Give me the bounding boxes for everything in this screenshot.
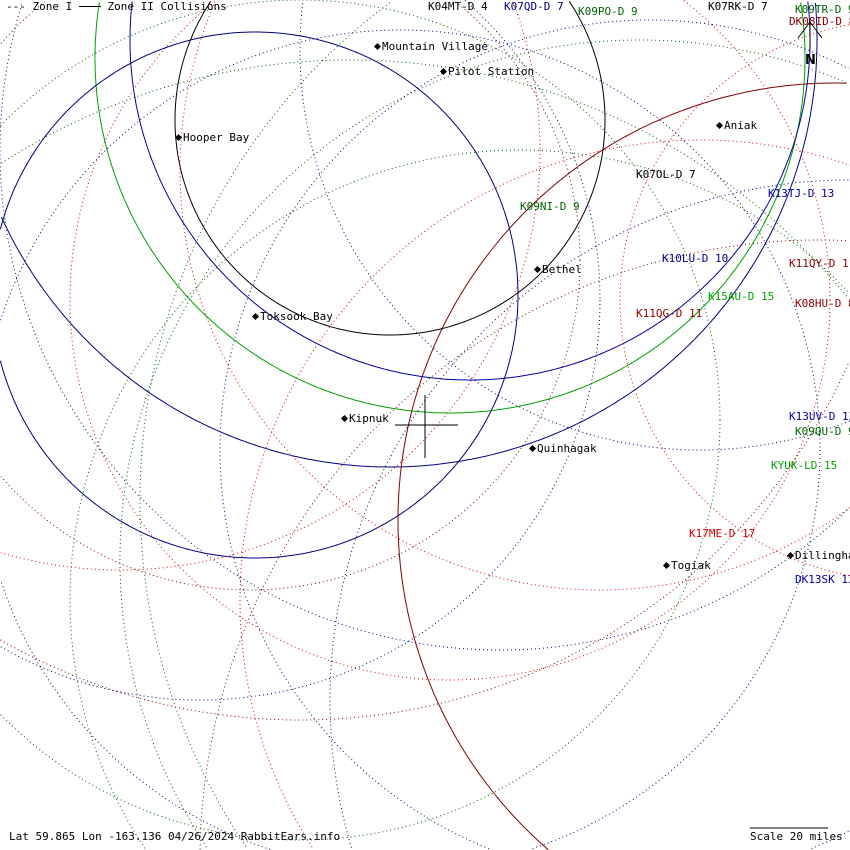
station-label-k07ol: K07OL-D 7 bbox=[636, 168, 696, 181]
station-label-dk13sk: DK13SK 13 bbox=[795, 573, 850, 586]
town-marker-icon bbox=[251, 312, 260, 321]
town-name: Hooper Bay bbox=[183, 131, 250, 144]
contour-dotted-0 bbox=[179, 2, 850, 591]
contour-solid-blue-3 bbox=[129, 1, 811, 381]
town-name: Quinhagak bbox=[537, 442, 597, 455]
station-label-k09tr: K09TR-D 9 bbox=[795, 3, 850, 16]
town-dillingham: Dillingham bbox=[786, 549, 850, 562]
town-pilot-station: Pilot Station bbox=[439, 65, 535, 78]
town-marker-icon bbox=[174, 133, 183, 142]
town-name: Dillingham bbox=[795, 549, 850, 562]
town-name: Toksook Bay bbox=[260, 310, 333, 323]
contour-dotted-11 bbox=[0, 29, 821, 850]
town-name: Kipnuk bbox=[349, 412, 389, 425]
town-marker-icon bbox=[715, 121, 724, 130]
station-label-k13uv: K13UV-D 13 bbox=[789, 410, 850, 423]
contour-dotted-2 bbox=[69, 0, 831, 681]
contour-dotted-14 bbox=[0, 0, 601, 701]
contour-dotted-17 bbox=[619, 24, 850, 576]
contour-solid-blue-2 bbox=[0, 31, 519, 559]
town-aniak: Aniak bbox=[715, 119, 758, 132]
contour-dotted-16 bbox=[1, 59, 848, 298]
contour-dotted-6 bbox=[119, 39, 848, 848]
legend-zone2: Zone II Collisions bbox=[107, 0, 227, 13]
town-kipnuk: Kipnuk bbox=[340, 412, 389, 425]
contour-dotted-4 bbox=[199, 239, 848, 850]
contour-dotted-9 bbox=[69, 149, 850, 849]
town-hooper-bay: Hooper Bay bbox=[174, 131, 250, 144]
station-label-k13tj: K13TJ-D 13 bbox=[768, 187, 835, 200]
town-marker-icon bbox=[340, 414, 349, 423]
town-marker-icon bbox=[533, 265, 542, 274]
footer-info: Lat 59.865 Lon -163.136 04/26/2024 Rabbi… bbox=[9, 830, 341, 843]
station-label-k08hu: K08HU-D 8 bbox=[795, 297, 850, 310]
contour-solid-blue bbox=[0, 2, 818, 468]
town-name: Pilot Station bbox=[448, 65, 535, 78]
station-label-k15au: K15AU-D 15 bbox=[708, 290, 775, 303]
town-togiak: Togiak bbox=[662, 559, 711, 572]
station-label-k09qu: K09QU-D 9 bbox=[795, 425, 850, 438]
zone1-dashed-line-icon: --- bbox=[6, 0, 26, 13]
contour-dotted-3 bbox=[0, 1, 581, 591]
contour-solid-black bbox=[174, 1, 606, 336]
station-label-k07qd: K07QD-D 7 bbox=[504, 0, 564, 13]
town-toksook-bay: Toksook Bay bbox=[251, 310, 333, 323]
station-label-k17me: K17ME-D 17 bbox=[689, 527, 756, 540]
zone2-solid-line-icon bbox=[78, 6, 101, 7]
town-mountain-village: Mountain Village bbox=[373, 40, 488, 53]
town-name: Mountain Village bbox=[382, 40, 488, 53]
town-quinhagak: Quinhagak bbox=[528, 442, 597, 455]
station-label-k11qy: K11QY-D 11 bbox=[789, 257, 850, 270]
town-marker-icon bbox=[528, 444, 537, 453]
legend-zone1: Zone I bbox=[32, 0, 73, 13]
station-label-dk08id: DK08ID-D 8 bbox=[789, 15, 850, 28]
scale-label: Scale 20 miles bbox=[750, 830, 843, 843]
station-label-kyuk: KYUK-LD 15 bbox=[771, 459, 838, 472]
contour-dotted-12 bbox=[219, 19, 849, 850]
station-label-k07rk: K07RK-D 7 bbox=[708, 0, 768, 13]
town-name: Bethel bbox=[542, 263, 582, 276]
contour-dotted-15 bbox=[329, 179, 850, 848]
contour-solid-darkred bbox=[397, 82, 847, 850]
town-marker-icon bbox=[786, 551, 795, 560]
contour-dotted-13 bbox=[0, 3, 848, 651]
north-arrow-right-icon bbox=[809, 21, 823, 39]
north-label: N bbox=[805, 53, 816, 68]
town-marker-icon bbox=[662, 561, 671, 570]
contour-dotted-5 bbox=[0, 363, 849, 721]
legend: --- Zone I Zone II Collisions bbox=[6, 1, 227, 13]
town-marker-icon bbox=[373, 42, 382, 51]
town-marker-icon bbox=[439, 67, 448, 76]
contour-dotted-10 bbox=[299, 1, 850, 451]
station-label-k09ni: K09NI-D 9 bbox=[520, 200, 580, 213]
contour-dotted-1 bbox=[239, 139, 850, 848]
contour-dotted-18 bbox=[0, 2, 541, 571]
station-label-k11qg: K11QG-D 11 bbox=[636, 307, 703, 320]
north-arrow-left-icon bbox=[797, 21, 811, 39]
town-name: Togiak bbox=[671, 559, 711, 572]
station-label-k10lu: K10LU-D 10 bbox=[662, 252, 729, 265]
station-label-k09po: K09PO-D 9 bbox=[578, 5, 638, 18]
town-bethel: Bethel bbox=[533, 263, 582, 276]
contour-dotted-8 bbox=[0, 0, 721, 841]
town-name: Aniak bbox=[724, 119, 758, 132]
station-label-k04mt: K04MT-D 4 bbox=[428, 0, 488, 13]
